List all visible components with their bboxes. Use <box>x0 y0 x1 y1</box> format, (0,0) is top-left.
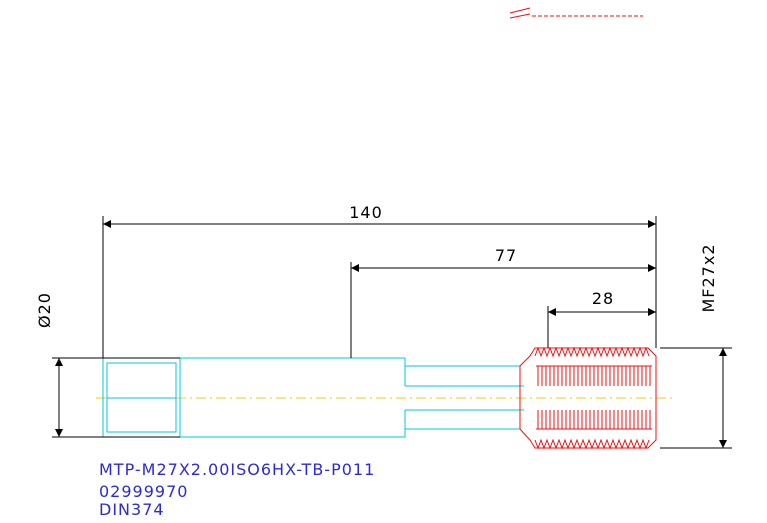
dim-overall-length <box>102 216 657 358</box>
dim-shank-length <box>350 262 656 358</box>
dim-28-label: 28 <box>592 289 614 308</box>
dim-thread-size-label: MF27x2 <box>699 243 718 312</box>
standard-label: DIN374 <box>99 500 165 519</box>
dim-thread-size <box>660 347 732 449</box>
dim-thread-length <box>547 306 656 348</box>
thread-crest-bottom <box>534 438 650 450</box>
dim-diameter-label: Ø20 <box>35 292 54 328</box>
part-code-label: 02999970 <box>99 482 189 501</box>
dim-77-label: 77 <box>495 246 517 265</box>
top-fragment <box>509 7 643 19</box>
dim-140-label: 140 <box>349 203 383 222</box>
thread-crest-top <box>534 346 650 358</box>
thread-section <box>519 346 657 450</box>
dim-shank-diameter <box>52 357 180 438</box>
part-number-label: MTP-M27X2.00ISO6HX-TB-P011 <box>99 460 376 479</box>
